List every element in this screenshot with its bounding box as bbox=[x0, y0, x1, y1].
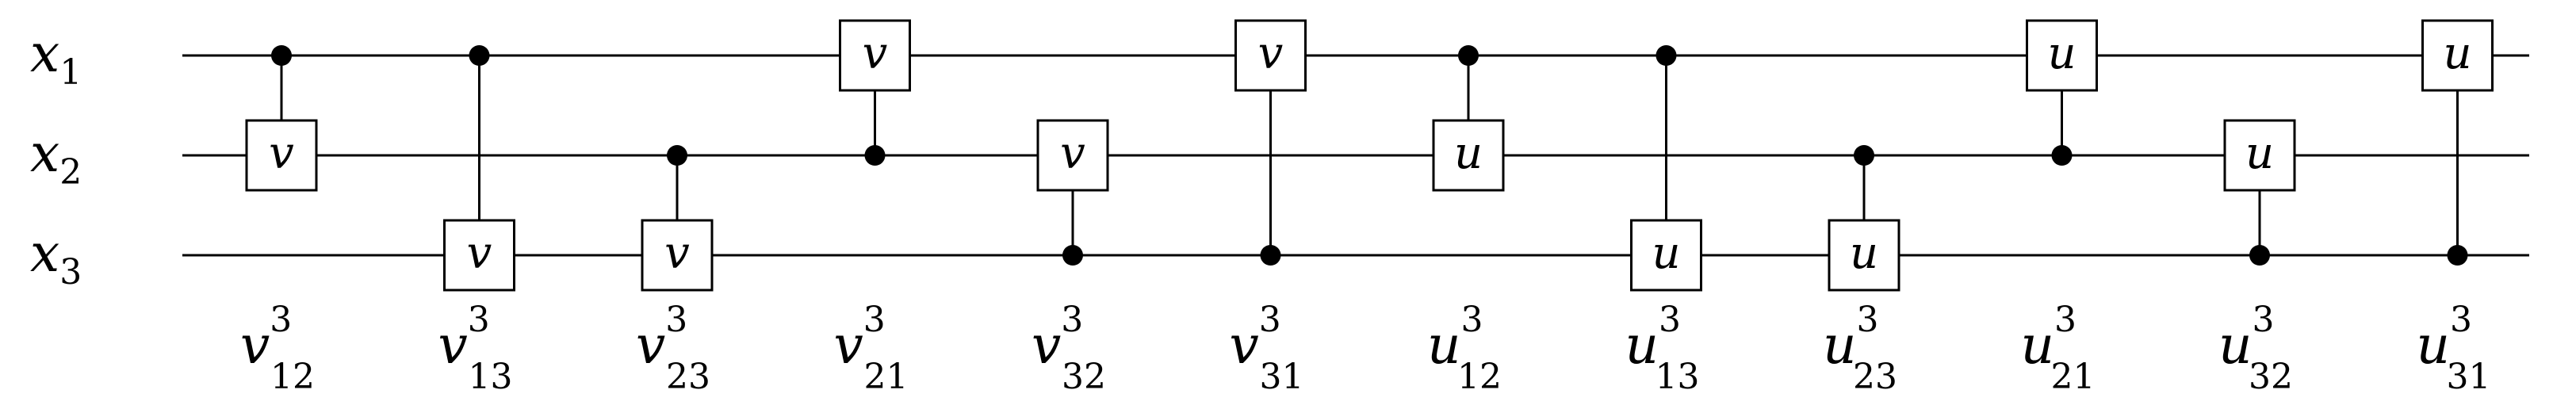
target-box bbox=[2223, 119, 2296, 192]
wire-label-2: x2 bbox=[30, 123, 82, 193]
gate-symbol: v bbox=[467, 227, 492, 279]
control-dot bbox=[2447, 245, 2468, 266]
target-box bbox=[641, 219, 714, 292]
target-box bbox=[2421, 19, 2494, 92]
gate-symbol: u bbox=[2245, 128, 2274, 179]
target-box bbox=[245, 119, 318, 192]
gate-symbol: v bbox=[863, 28, 888, 79]
wire-label-3: x3 bbox=[30, 223, 82, 292]
gate-u13: u bbox=[1630, 45, 1702, 292]
control-dot bbox=[2249, 245, 2270, 266]
control-dot bbox=[271, 45, 292, 66]
gate-u21: u bbox=[2026, 19, 2098, 166]
target-box bbox=[1432, 119, 1505, 192]
control-dot bbox=[1062, 245, 1083, 266]
gate-v13: v bbox=[443, 45, 515, 292]
gate-u32: u bbox=[2223, 119, 2296, 266]
wires bbox=[182, 54, 2529, 257]
gate-symbol: u bbox=[1850, 227, 1878, 279]
gate-symbol: v bbox=[269, 128, 294, 179]
target-box bbox=[1036, 119, 1109, 192]
target-box bbox=[2026, 19, 2098, 92]
gate-v21: v bbox=[839, 19, 911, 166]
gate-u12: u bbox=[1432, 45, 1505, 192]
wire-label-1: x1 bbox=[30, 23, 82, 93]
target-box bbox=[839, 19, 911, 92]
wire-labels: x1 x2 x3 bbox=[30, 23, 82, 292]
gate-symbol: u bbox=[2047, 28, 2076, 79]
target-box bbox=[1828, 219, 1900, 292]
gate-symbol: u bbox=[2443, 28, 2471, 79]
control-dot bbox=[1458, 45, 1479, 66]
gate-symbol: u bbox=[1652, 227, 1680, 279]
gate-symbol: v bbox=[1258, 28, 1284, 79]
control-dot bbox=[2051, 145, 2073, 166]
gate-symbol: v bbox=[664, 227, 690, 279]
gates: v v v v v v u u u u u u bbox=[245, 19, 2494, 292]
gate-symbol: v bbox=[1060, 128, 1085, 179]
control-dot bbox=[864, 145, 886, 166]
target-box bbox=[1234, 19, 1307, 92]
control-dot bbox=[1655, 45, 1677, 66]
control-dot bbox=[1854, 145, 1874, 166]
control-dot bbox=[667, 145, 687, 166]
gate-v12: v bbox=[245, 45, 318, 192]
gate-u31: u bbox=[2421, 19, 2494, 266]
gate-v23: v bbox=[641, 145, 714, 292]
gate-v32: v bbox=[1036, 119, 1109, 266]
target-box bbox=[443, 219, 515, 292]
gate-v31: v bbox=[1234, 19, 1307, 266]
gate-symbol: u bbox=[1454, 128, 1483, 179]
target-box bbox=[1630, 219, 1702, 292]
control-dot bbox=[469, 45, 490, 66]
gate-u23: u bbox=[1828, 145, 1900, 292]
control-dot bbox=[1260, 245, 1281, 266]
